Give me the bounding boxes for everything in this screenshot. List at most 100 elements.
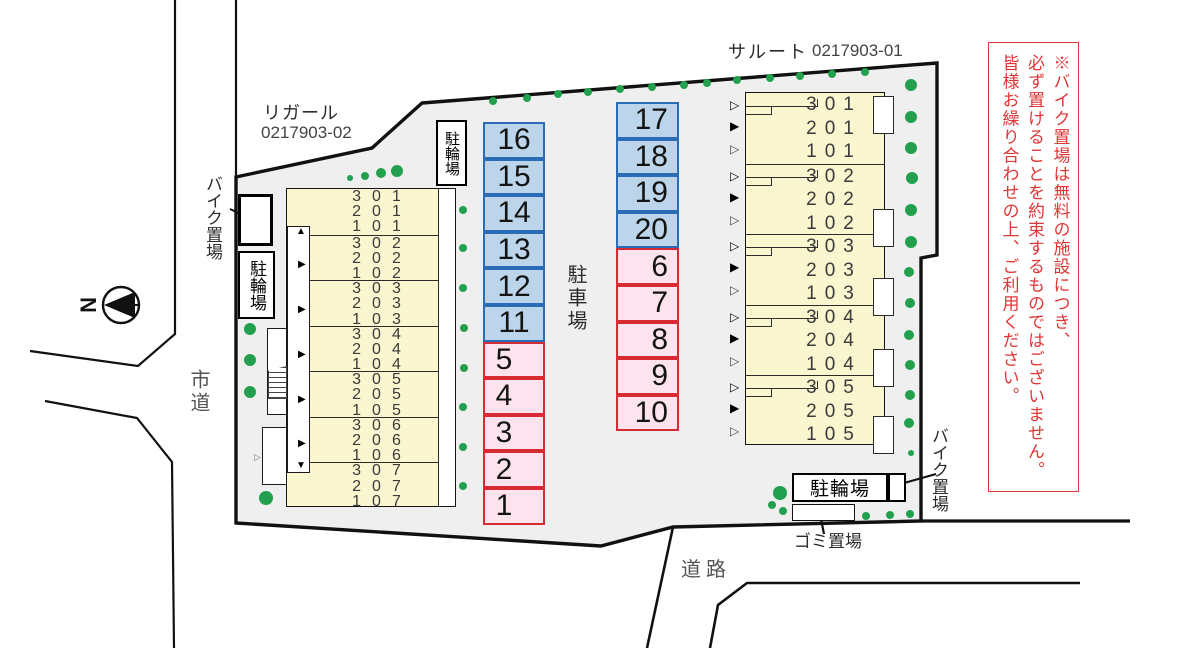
tree-dot xyxy=(391,165,403,177)
arrow-down-icon: ▼ xyxy=(296,460,306,471)
city-road-lower-edge xyxy=(44,399,176,648)
tree-dot xyxy=(905,79,917,91)
door-triangle-icon: ▶ xyxy=(730,330,740,345)
tree-dot xyxy=(460,324,468,332)
tree-dot xyxy=(489,97,497,105)
regal-balcony-strip xyxy=(438,189,455,506)
stairs-icon xyxy=(268,366,287,399)
tree-dot xyxy=(584,88,592,96)
notice-text: ※バイク置場は無料の施設につき、 必ず置けることを約束するものではございません。… xyxy=(996,54,1073,480)
tree-dot xyxy=(376,168,386,178)
tree-dot xyxy=(905,111,917,123)
parking-space-18: 18 xyxy=(616,138,679,176)
tree-dot xyxy=(244,386,256,398)
parking-space-8: 8 xyxy=(616,321,679,359)
tree-dot xyxy=(768,501,776,509)
door-triangle-icon: ▷ xyxy=(730,212,740,227)
bike-storage-small-box xyxy=(888,473,906,502)
entrance-triangle-icon: ▷ xyxy=(254,452,261,462)
tree-dot xyxy=(459,443,467,451)
tree-dot xyxy=(905,390,915,400)
tree-dot xyxy=(460,364,468,372)
balcony xyxy=(873,278,894,317)
entrance-step-outline xyxy=(746,240,818,249)
tree-dot xyxy=(361,172,369,180)
parking-space-19: 19 xyxy=(616,175,679,212)
tree-dot xyxy=(905,142,917,154)
arrow-up-icon: ▲ xyxy=(296,226,306,237)
entrance-step-outline xyxy=(746,381,818,390)
balcony xyxy=(873,208,894,247)
bike-storage-notice-box: ※バイク置場は無料の施設につき、 必ず置けることを約束するものではございません。… xyxy=(988,42,1079,492)
south-road-west-edge xyxy=(645,526,675,648)
door-triangle-icon: ▷ xyxy=(730,424,740,439)
bicycle-parking-bottom-box: 駐輪場 xyxy=(792,473,888,502)
tree-dot xyxy=(680,81,688,89)
tree-dot xyxy=(523,94,531,102)
tree-dot xyxy=(904,330,914,340)
north-label: N xyxy=(76,297,101,313)
door-triangle-icon: ▷ xyxy=(730,380,740,395)
parking-space-13: 13 xyxy=(483,231,545,269)
salute-building-title: サルート xyxy=(728,42,808,62)
parking-space-15: 15 xyxy=(483,158,545,196)
notice-line: ※バイク置場は無料の施設につき、 xyxy=(1050,54,1070,350)
road-label: 道路 xyxy=(681,559,731,581)
tree-dot xyxy=(904,267,914,277)
door-triangle-icon: ▷ xyxy=(730,283,740,298)
parking-space-17: 17 xyxy=(616,102,679,139)
parking-space-16: 16 xyxy=(483,122,545,159)
door-triangle-icon: ▷ xyxy=(730,168,740,183)
tree-dot xyxy=(796,72,804,80)
city-road-upper-edge xyxy=(29,0,177,368)
south-road-lower-edge xyxy=(708,581,1080,648)
tree-dot xyxy=(244,323,256,335)
tree-dot xyxy=(459,206,467,214)
entrance-step-outline xyxy=(746,169,818,178)
unit-arrow-icon: ▶ xyxy=(298,304,306,315)
tree-dot xyxy=(766,74,774,82)
tree-dot xyxy=(905,236,917,248)
parking-space-14: 14 xyxy=(483,195,545,232)
regal-building-title: リガール xyxy=(263,103,339,123)
parking-space-10: 10 xyxy=(616,394,679,432)
notice-line: 必ず置けることを約束するものではございません。 xyxy=(1025,54,1044,480)
door-triangle-icon: ▶ xyxy=(730,401,740,416)
balcony xyxy=(873,348,894,387)
tree-dot xyxy=(459,403,467,411)
door-triangle-icon: ▶ xyxy=(730,189,740,204)
balcony xyxy=(873,96,894,134)
garbage-area-box xyxy=(792,504,855,521)
parking-space-11: 11 xyxy=(483,305,545,342)
tree-dot xyxy=(459,482,467,490)
bike-storage-left-label: バイク置場 xyxy=(203,175,222,260)
tree-dot xyxy=(733,76,741,84)
tree-dot xyxy=(861,68,869,76)
tree-dot xyxy=(908,450,914,456)
tree-dot xyxy=(905,298,915,308)
bicycle-parking-left-box: 駐輪場 xyxy=(238,251,275,319)
tree-dot xyxy=(906,510,914,518)
tree-dot xyxy=(906,172,918,184)
regal-lower-annex xyxy=(262,427,287,485)
unit-arrow-icon: ▶ xyxy=(298,349,306,360)
tree-dot xyxy=(905,204,917,216)
tree-dot xyxy=(703,79,711,87)
door-triangle-icon: ▷ xyxy=(730,309,740,324)
entrance-step-outline xyxy=(746,318,772,327)
tree-dot xyxy=(828,70,836,78)
